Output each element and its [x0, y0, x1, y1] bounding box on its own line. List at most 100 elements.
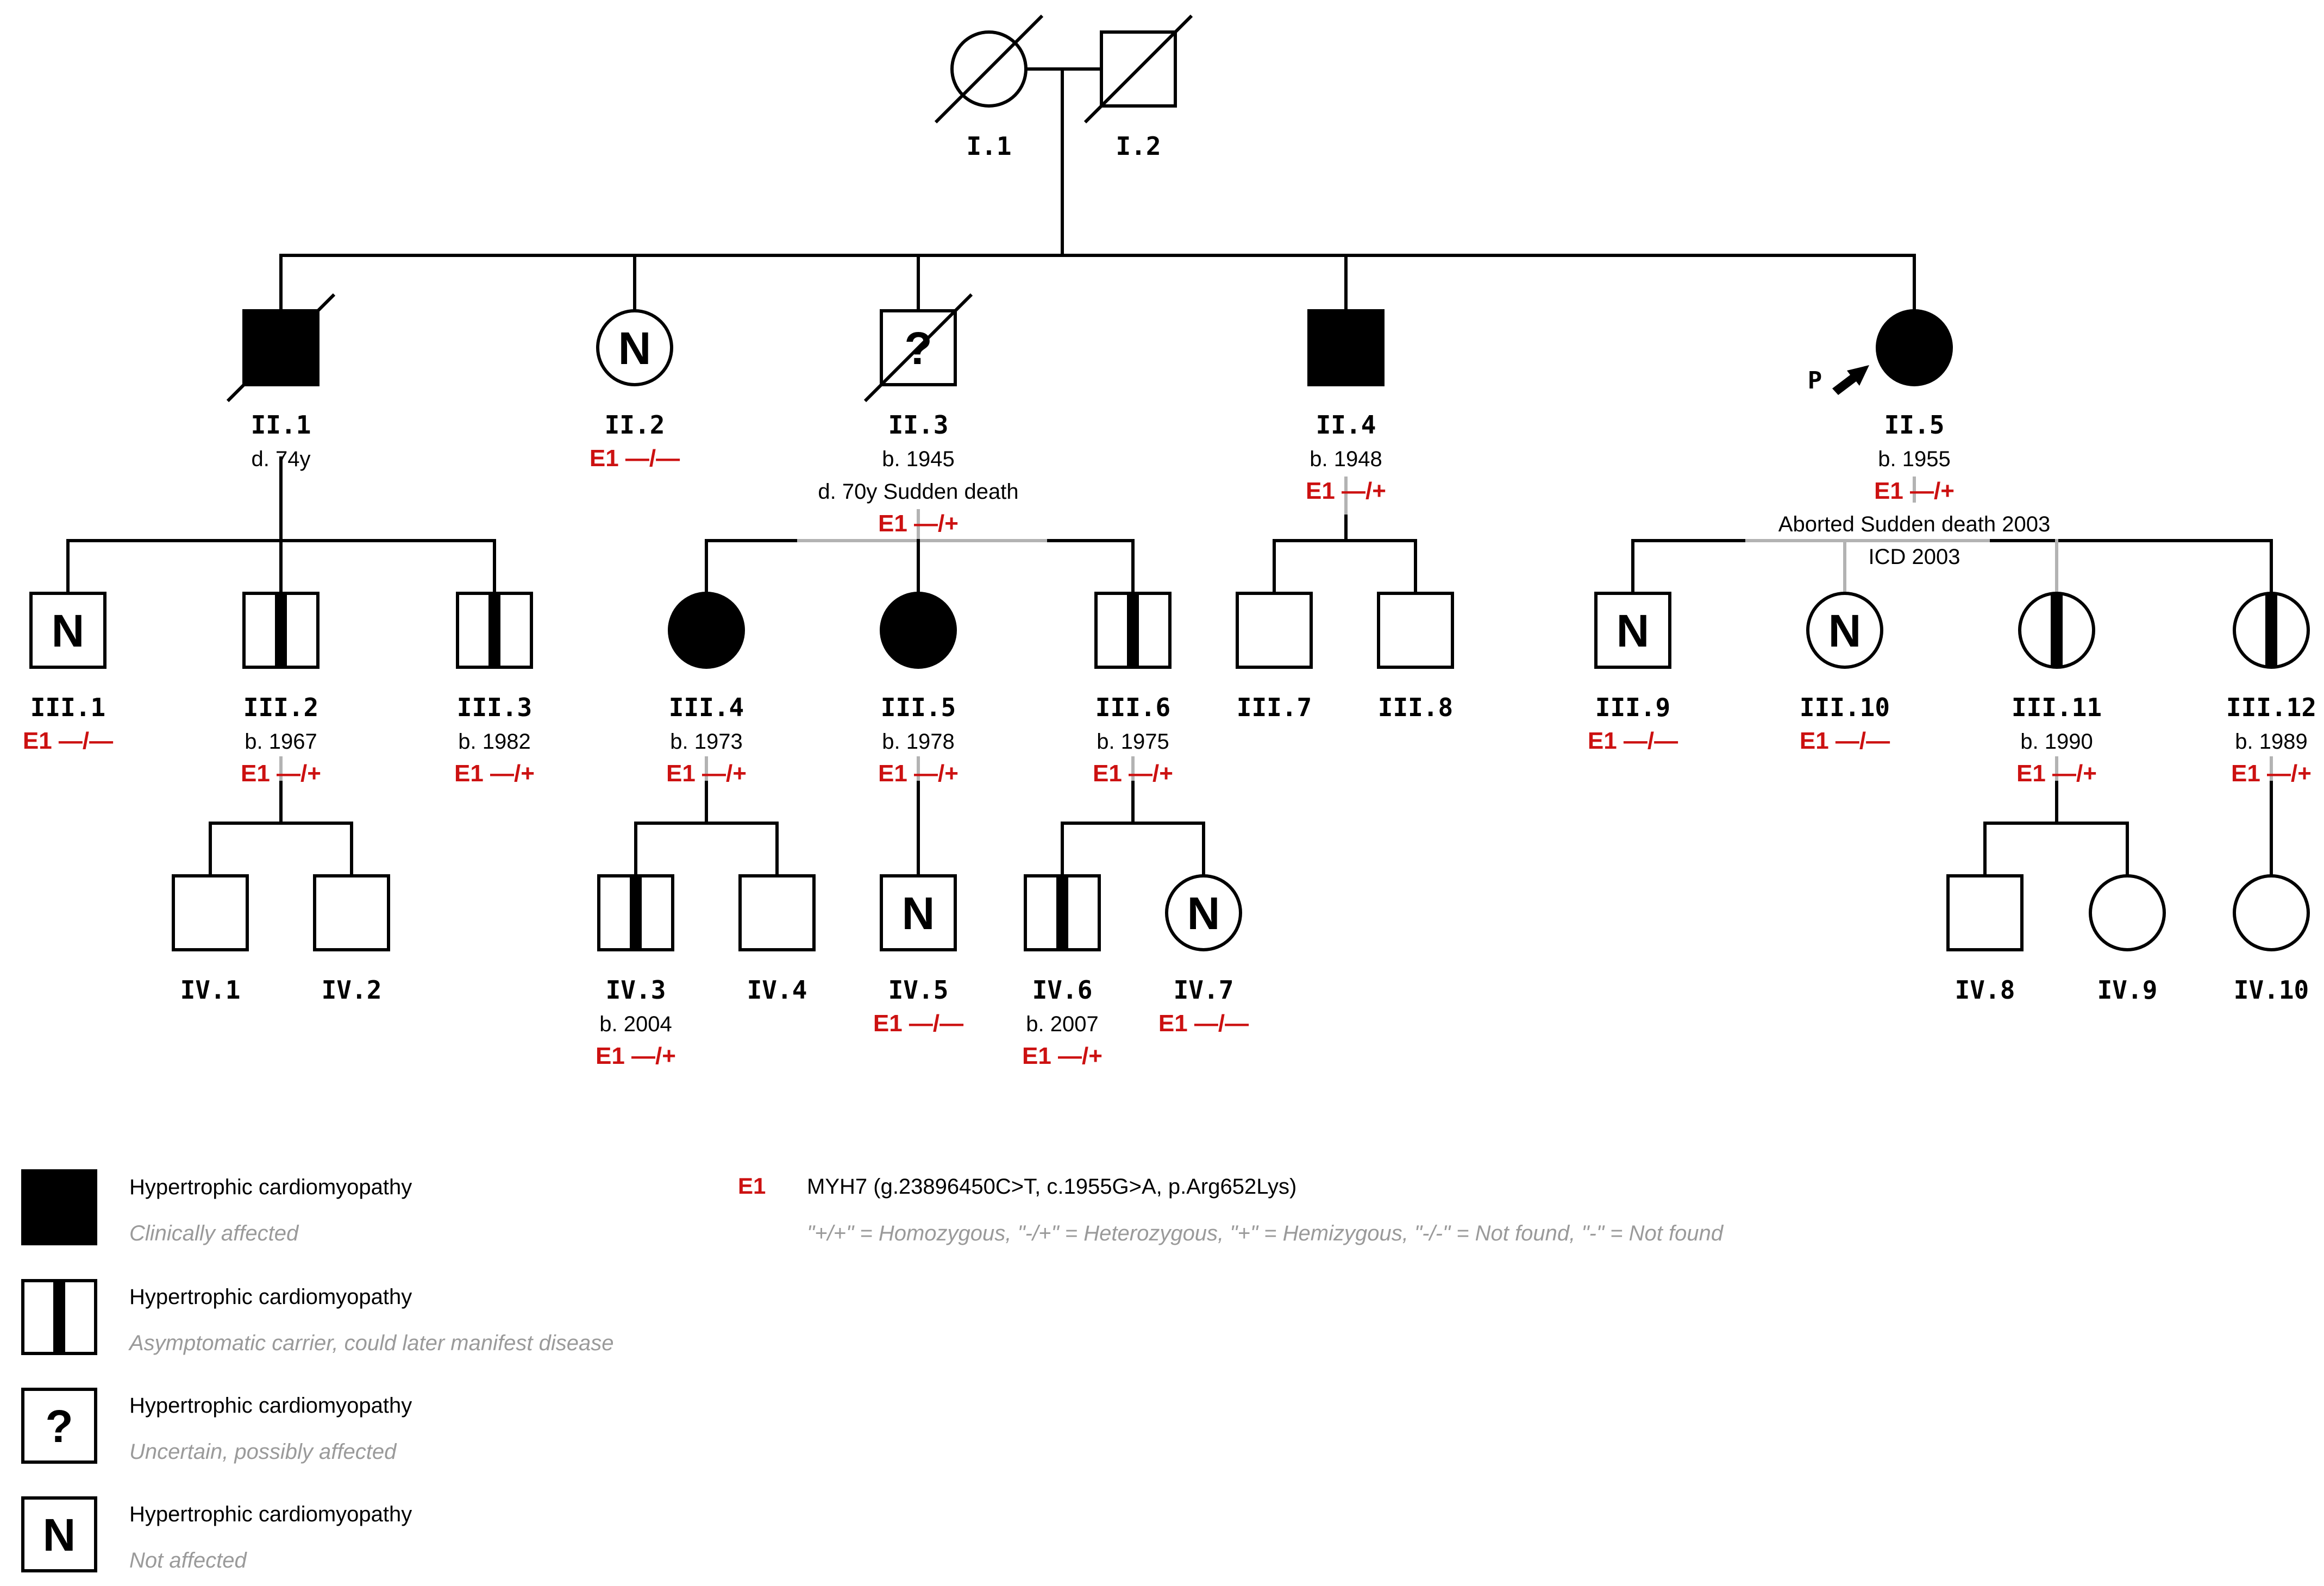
- individual-id: II.5: [1884, 410, 1945, 440]
- legend-symbol-mark: ?: [45, 1401, 73, 1452]
- individual-id: II.1: [251, 410, 311, 440]
- individual-id: IV.8: [1955, 975, 2015, 1005]
- deceased-slash: [863, 293, 973, 403]
- individual-id: I.2: [1116, 131, 1161, 161]
- genotype-label: E1 —/+: [878, 760, 959, 787]
- carrier-bar: [275, 593, 287, 667]
- proband-arrow-icon: P: [1808, 365, 1869, 395]
- individual-iii10: N: [1806, 592, 1883, 669]
- individual-iv1: [172, 874, 249, 951]
- individual-iv7: N: [1165, 874, 1242, 951]
- individual-ii5: [1876, 309, 1953, 386]
- genotype-label: E1 —/—: [23, 728, 113, 754]
- individual-id: III.11: [2012, 693, 2102, 722]
- male-square-shape: [880, 874, 957, 951]
- female-circle-shape: [1876, 309, 1953, 386]
- legend-variant-code: E1: [738, 1173, 766, 1199]
- individual-iii1: N: [29, 592, 107, 669]
- genotype-label: E1 —/+: [1022, 1043, 1103, 1069]
- legend-genotype-note: "+/+" = Homozygous, "-/+" = Heterozygous…: [807, 1221, 1724, 1245]
- individual-iii7: [1236, 592, 1313, 669]
- individual-iv3: [597, 874, 674, 951]
- individual-detail: b. 1945: [882, 447, 954, 471]
- legend-symbol: N: [21, 1496, 97, 1572]
- male-square-shape: [1946, 874, 2024, 951]
- female-circle-shape: [1165, 874, 1242, 951]
- individual-iv2: [313, 874, 390, 951]
- genotype-label: E1 —/+: [2016, 760, 2097, 787]
- individual-id: II.4: [1316, 410, 1376, 440]
- individual-i1: [934, 14, 1044, 124]
- individual-id: IV.10: [2234, 975, 2309, 1005]
- carrier-bar: [488, 593, 500, 667]
- not-affected-mark: N: [52, 605, 85, 656]
- individual-id: III.12: [2226, 693, 2316, 722]
- individual-detail: b. 1990: [2020, 730, 2093, 754]
- genotype-label: E1 —/—: [873, 1010, 963, 1037]
- deceased-slash: [226, 293, 336, 403]
- individual-ii3: ?: [863, 293, 973, 403]
- individual-iv6: [1024, 874, 1101, 951]
- individual-iii11: [2018, 592, 2095, 669]
- individual-id: II.3: [888, 410, 949, 440]
- male-square-shape: [1377, 592, 1454, 669]
- female-circle-shape: [596, 309, 673, 386]
- individual-id: III.8: [1378, 693, 1453, 722]
- individual-detail: b. 2007: [1026, 1012, 1098, 1036]
- female-circle-shape: [1806, 592, 1883, 669]
- legend-title: Hypertrophic cardiomyopathy: [129, 1175, 412, 1199]
- legend-title: Hypertrophic cardiomyopathy: [129, 1394, 412, 1418]
- individual-iii12: [2233, 592, 2310, 669]
- legend-subtitle: Clinically affected: [129, 1221, 299, 1245]
- individual-id: III.2: [243, 693, 318, 722]
- individual-iii8: [1377, 592, 1454, 669]
- male-square-shape: [1594, 592, 1671, 669]
- individual-ii2: N: [596, 309, 673, 386]
- individual-iv10: [2233, 874, 2310, 951]
- legend-title: Hypertrophic cardiomyopathy: [129, 1285, 412, 1309]
- genotype-label: E1 —/+: [241, 760, 321, 787]
- individual-id: III.10: [1800, 693, 1890, 722]
- individual-id: III.5: [881, 693, 956, 722]
- individual-id: III.1: [30, 693, 105, 722]
- legend-subtitle: Uncertain, possibly affected: [129, 1440, 397, 1464]
- male-square-shape: [1307, 309, 1385, 386]
- relationship-lines: [66, 67, 2273, 877]
- genotype-label: E1 —/—: [1158, 1010, 1249, 1037]
- proband-label: P: [1808, 367, 1822, 394]
- individual-detail: b. 1989: [2235, 730, 2307, 754]
- male-square-shape: [1236, 592, 1313, 669]
- legend-symbol: [21, 1279, 97, 1355]
- individual-id: IV.7: [1174, 975, 1234, 1005]
- legend-symbol-mark: N: [43, 1509, 76, 1560]
- individual-id: IV.3: [606, 975, 666, 1005]
- individual-id: IV.6: [1032, 975, 1093, 1005]
- individual-id: III.4: [669, 693, 744, 722]
- individual-id: IV.1: [180, 975, 241, 1005]
- individual-id: II.2: [605, 410, 665, 440]
- individual-iv4: [738, 874, 816, 951]
- individual-id: IV.4: [747, 975, 807, 1005]
- individual-note: Aborted Sudden death 2003: [1778, 512, 2050, 536]
- individual-id: I.1: [966, 131, 1011, 161]
- individual-detail: b. 1975: [1097, 730, 1169, 754]
- individual-id: III.3: [457, 693, 532, 722]
- individual-iv8: [1946, 874, 2024, 951]
- individual-detail: b. 1973: [670, 730, 742, 754]
- genotype-label: E1 —/—: [1588, 728, 1678, 754]
- deceased-slash: [934, 14, 1044, 124]
- individual-i2: [1083, 14, 1193, 124]
- individual-id: III.9: [1595, 693, 1670, 722]
- not-affected-mark: N: [1828, 605, 1862, 656]
- genotype-label: E1 —/+: [596, 1043, 676, 1069]
- carrier-bar: [630, 876, 642, 950]
- legend-symbol: [21, 1169, 97, 1245]
- genotype-label: E1 —/—: [590, 445, 680, 472]
- genotype-label: E1 —/+: [666, 760, 747, 787]
- genotype-label: E1 —/—: [1800, 728, 1890, 754]
- individual-id: III.7: [1237, 693, 1312, 722]
- legend-subtitle: Not affected: [129, 1549, 247, 1572]
- not-affected-mark: N: [1617, 605, 1650, 656]
